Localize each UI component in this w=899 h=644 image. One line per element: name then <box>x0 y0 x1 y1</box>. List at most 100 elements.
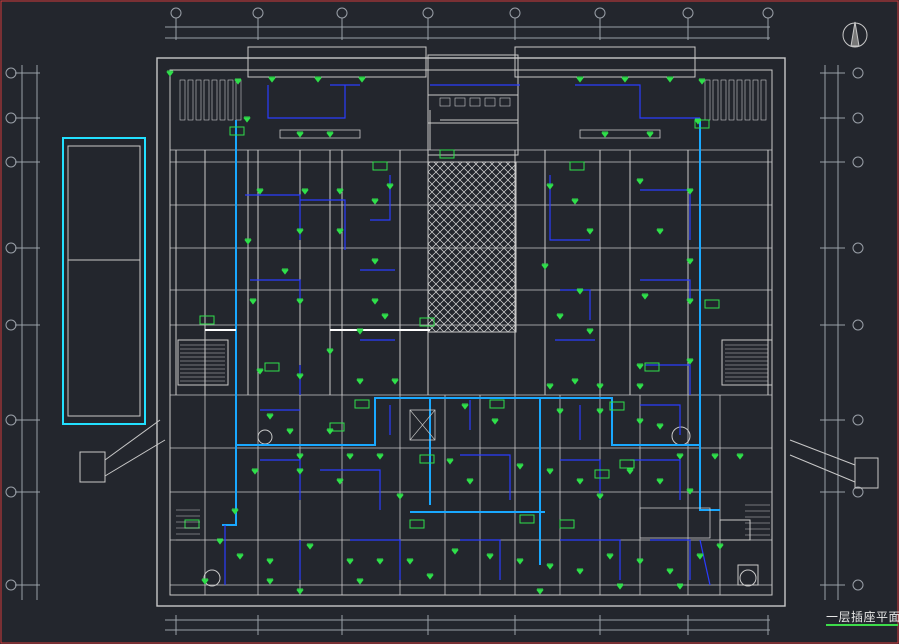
outlet-icon <box>346 454 354 460</box>
entrance-item <box>484 97 496 107</box>
outlet-icon <box>314 77 322 83</box>
column-circle <box>671 426 691 446</box>
shelf <box>728 79 735 121</box>
outlet-icon <box>249 299 257 305</box>
outlet-icon <box>571 379 579 385</box>
outlet-icon <box>451 549 459 555</box>
outlet-icon <box>268 77 276 83</box>
outlet-icon <box>281 269 289 275</box>
shelf <box>752 79 759 121</box>
courtyard-hatched-area <box>427 161 517 333</box>
room-block <box>639 507 711 539</box>
outlet-icon <box>636 179 644 185</box>
outlet-icon <box>266 414 274 420</box>
outlet-icon <box>546 184 554 190</box>
axis-bubble-left <box>5 156 17 168</box>
axis-bubble-left <box>5 112 17 124</box>
entrance-panel <box>427 94 519 124</box>
title-underline <box>826 624 898 626</box>
shelf <box>195 79 202 121</box>
outlet-icon <box>516 464 524 470</box>
circuit-line <box>630 459 681 500</box>
outlet-icon <box>296 454 304 460</box>
circuit-line <box>370 175 391 221</box>
axis-bubble-right <box>852 242 864 254</box>
shelf <box>712 79 719 121</box>
entrance-item <box>499 97 511 107</box>
circuit-line <box>640 404 681 435</box>
entrance-item <box>439 97 451 107</box>
panel-tag <box>594 469 610 479</box>
elevator <box>737 564 759 586</box>
panel-tag <box>609 401 625 411</box>
panel-tag <box>419 317 435 327</box>
outlet-icon <box>296 229 304 235</box>
axis-bubble-top <box>594 7 606 19</box>
shelf <box>179 79 186 121</box>
outlet-icon <box>266 559 274 565</box>
top-wing-right <box>514 46 696 78</box>
outlet-icon <box>296 299 304 305</box>
outlet-icon <box>596 384 604 390</box>
shelf <box>704 79 711 121</box>
entrance-item <box>469 97 481 107</box>
panel-tag <box>489 399 505 409</box>
shelf <box>760 79 767 121</box>
axis-bubble-left <box>5 242 17 254</box>
circuit-line <box>267 85 346 119</box>
circuit-line <box>699 539 711 586</box>
outlet-icon <box>656 479 664 485</box>
shelf <box>235 79 242 121</box>
ramp-line <box>104 419 161 461</box>
axis-bubble-top <box>336 7 348 19</box>
shelf <box>203 79 210 121</box>
axis-bubble-left <box>5 414 17 426</box>
shelf <box>720 79 727 121</box>
drawing-title: 一层插座平面图 <box>826 610 899 624</box>
shaft-cross <box>409 409 436 441</box>
outlet-icon <box>426 574 434 580</box>
main-feeder <box>235 120 430 446</box>
panel-tag <box>519 514 535 524</box>
outlet-icon <box>571 199 579 205</box>
outlet-icon <box>371 199 379 205</box>
outlet-icon <box>296 469 304 475</box>
outlet-icon <box>396 494 404 500</box>
outlet-icon <box>636 559 644 565</box>
axis-bubble-top <box>422 7 434 19</box>
panel-tag <box>354 399 370 409</box>
circuit-line <box>320 469 381 510</box>
outlet-icon <box>296 132 304 138</box>
ramp-box-left <box>79 451 106 483</box>
outlet-icon <box>461 404 469 410</box>
circuit-line <box>575 84 700 119</box>
outlet-icon <box>636 384 644 390</box>
main-feeder <box>699 445 720 511</box>
outlet-icon <box>696 554 704 560</box>
outlet-icon <box>686 359 694 365</box>
outlet-icon <box>576 77 584 83</box>
outlet-icon <box>686 259 694 265</box>
panel-tag <box>559 519 575 529</box>
outlet-icon <box>711 454 719 460</box>
outlet-icon <box>601 132 609 138</box>
outlet-icon <box>686 189 694 195</box>
circuit-line <box>560 459 601 500</box>
building-inner-outline <box>169 69 773 596</box>
outlet-icon <box>371 299 379 305</box>
axis-bubble-right <box>852 319 864 331</box>
axis-bubble-right <box>852 67 864 79</box>
outlet-icon <box>666 77 674 83</box>
shelf <box>744 79 751 121</box>
elevator-circle <box>203 569 221 587</box>
outlet-icon <box>391 379 399 385</box>
outlet-icon <box>516 559 524 565</box>
panel-tag <box>184 519 200 529</box>
parking-panel <box>62 137 146 425</box>
outlet-icon <box>256 189 264 195</box>
outlet-icon <box>296 374 304 380</box>
outlet-icon <box>626 469 634 475</box>
elevator-circle <box>739 569 757 587</box>
axis-bubble-top <box>682 7 694 19</box>
outlet-icon <box>656 424 664 430</box>
